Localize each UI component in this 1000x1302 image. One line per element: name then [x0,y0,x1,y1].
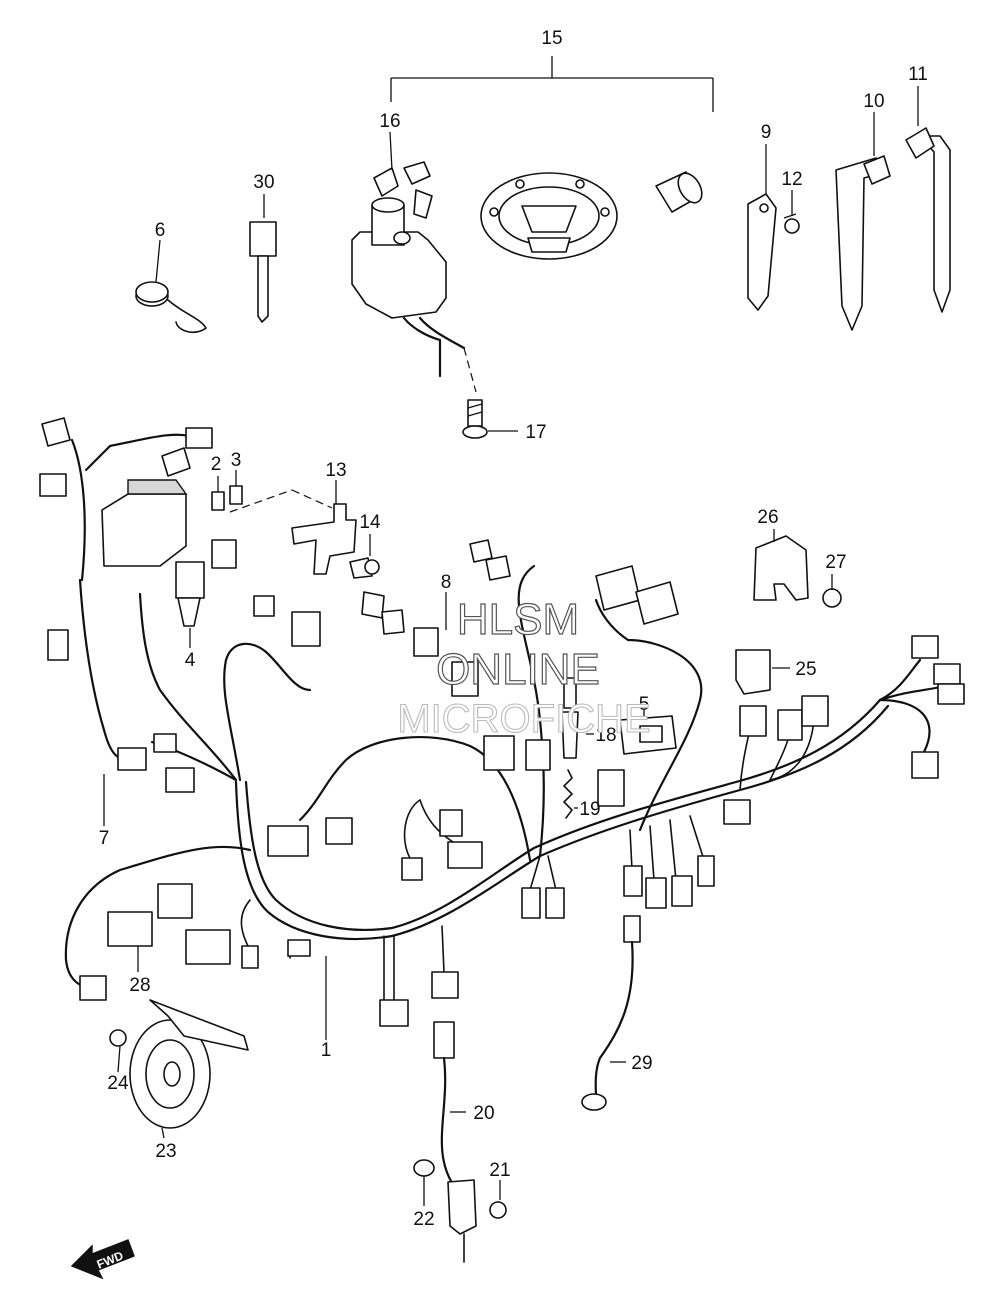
watermark-line-3: MICROFICHE [397,697,650,741]
callout-24: 24 [107,1073,129,1094]
callout-6: 6 [155,220,166,241]
watermark: HLSM ONLINE MICROFICHE [397,594,651,741]
bolt-21 [489,1201,507,1219]
callout-13: 13 [325,460,346,481]
fuel-cap-lock [480,172,618,260]
callout-29: 29 [631,1053,652,1074]
screw-14 [349,557,380,579]
leader-lines [103,86,919,1206]
bolt-27 [822,588,842,608]
callout-3: 3 [231,450,242,471]
callout-27: 27 [825,552,846,573]
callout-2: 2 [211,454,222,475]
callout-7: 7 [99,828,110,849]
screw-12 [783,213,800,234]
arrow-left-icon [70,1239,135,1280]
watermark-line-2: ONLINE [436,645,600,694]
bolt-24 [109,1029,127,1047]
ground-wire-29 [581,915,641,1111]
callout-21: 21 [489,1160,510,1181]
harness-connectors [39,417,965,1027]
callout-23: 23 [155,1141,176,1162]
callout-4: 4 [185,650,196,671]
clamp-9 [747,193,777,311]
callout-20: 20 [473,1103,494,1124]
callout-labels: 15 16 30 6 9 12 10 11 17 2 3 13 14 26 27… [99,28,928,1230]
watermark-line-1: HLSM [457,595,579,644]
callout-26: 26 [757,507,778,528]
band-11 [905,127,951,313]
bolt-17 [462,399,518,439]
main-harness-1 [64,433,946,1001]
key-30 [249,221,277,323]
callout-30: 30 [253,172,274,193]
callout-16: 16 [379,111,400,132]
callout-11: 11 [908,64,928,85]
callout-8: 8 [441,572,452,593]
bracket-26 [753,535,809,601]
callout-14: 14 [359,512,381,533]
callout-19: 19 [579,799,600,820]
grommet-5 [619,715,677,755]
spring-19 [562,769,574,819]
callout-5: 5 [639,694,650,715]
callout-25: 25 [795,659,816,680]
callout-10: 10 [863,91,884,112]
washer-22 [413,1159,435,1177]
part-15-bracket [390,56,714,112]
sensor-18 [561,677,594,759]
callout-22: 22 [413,1209,434,1230]
spring-6 [135,281,208,334]
callout-17: 17 [525,422,546,443]
ignition-switch-16 [351,161,477,393]
callout-12: 12 [781,169,802,190]
seat-lock-cylinder [655,171,703,213]
callout-1: 1 [321,1040,332,1061]
sensor-20 [433,1021,477,1263]
callout-9: 9 [761,122,772,143]
callout-15: 15 [541,28,562,49]
band-10 [835,155,891,331]
bracket-13 [229,489,357,575]
horn-23 [129,999,249,1129]
callout-18: 18 [595,725,616,746]
connector-25 [735,649,771,695]
fwd-direction-badge: FWD [70,1239,135,1280]
callout-28: 28 [129,975,150,996]
